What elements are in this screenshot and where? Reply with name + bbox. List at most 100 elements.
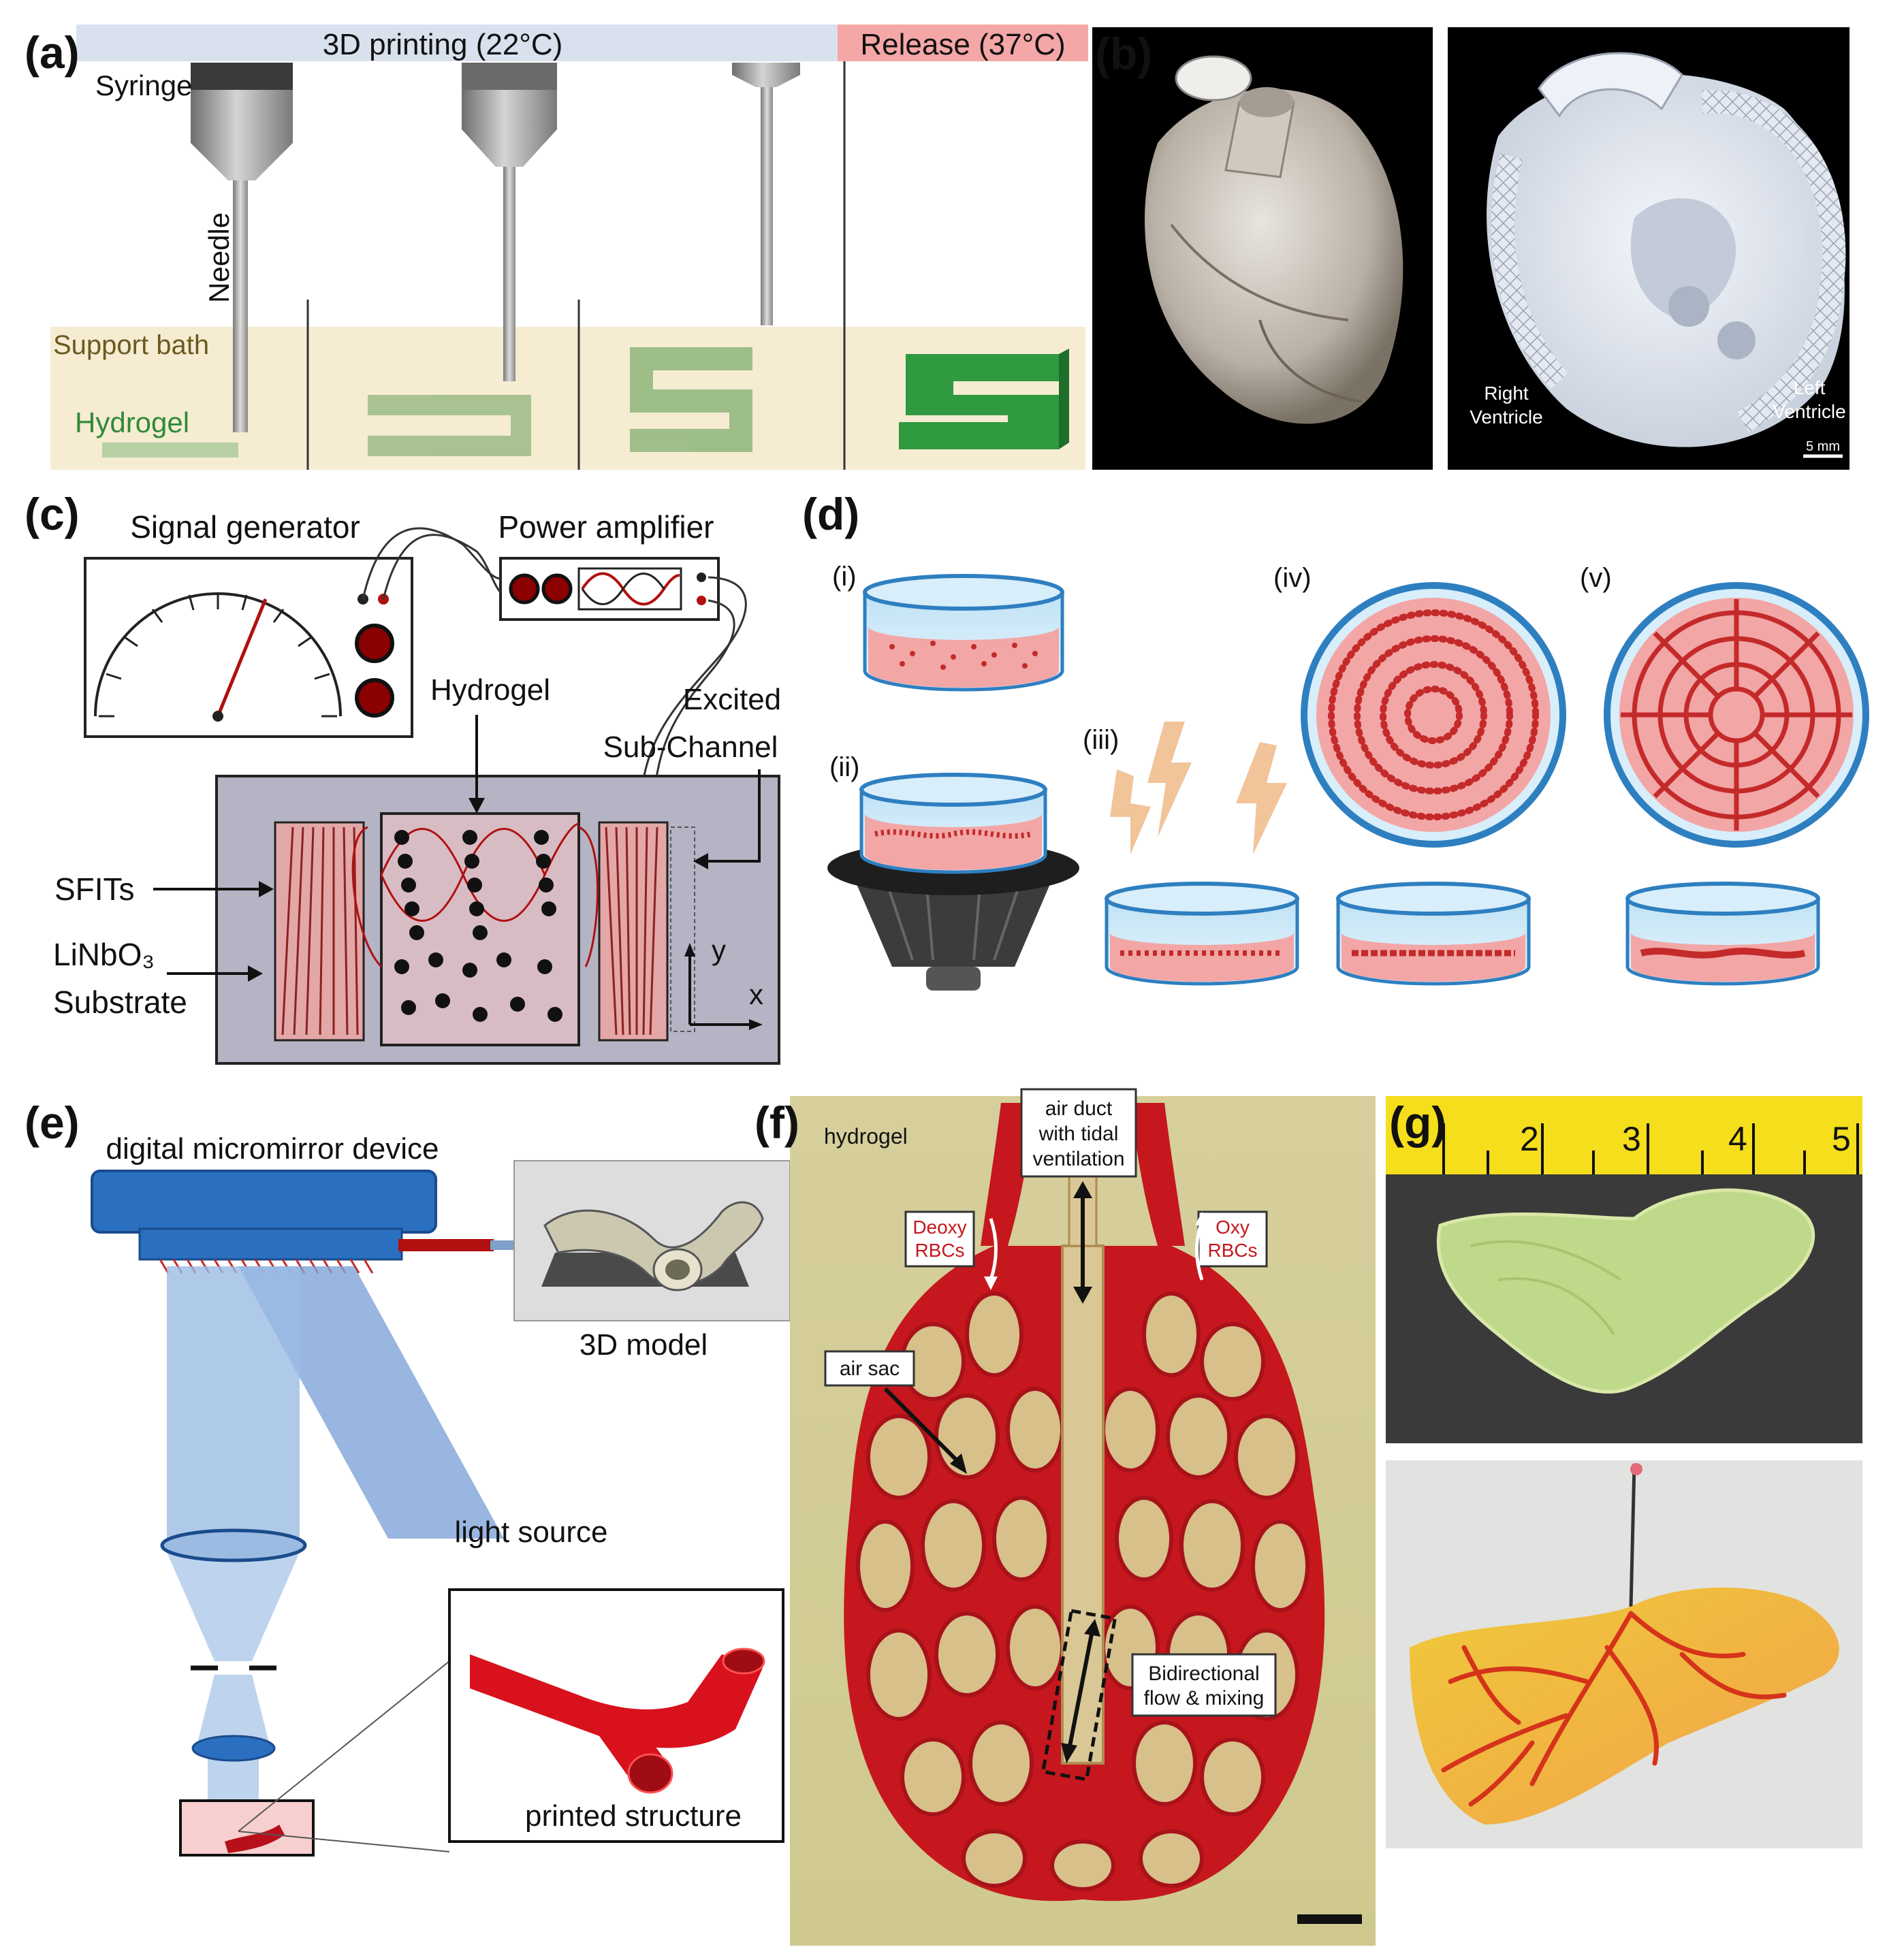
- dish-ii-on-speaker: [827, 773, 1079, 991]
- air-duct-label-2: with tidal: [1038, 1123, 1119, 1145]
- panel-g: 2 3 4 5 (g): [1386, 1096, 1862, 1848]
- light-source-label: light source: [454, 1515, 607, 1549]
- air-duct-label-3: ventilation: [1032, 1148, 1124, 1170]
- hydrogel-chamber: [351, 812, 599, 1046]
- ruler-tick-3: 3: [1622, 1120, 1641, 1158]
- xy-axes: [688, 950, 756, 1026]
- panel-d-label: (d): [802, 489, 859, 539]
- scale-bar-label: 5 mm: [1806, 439, 1840, 454]
- signal-generator-label: Signal generator: [130, 509, 360, 545]
- panel-f: (f) hydrogel: [755, 1088, 1376, 1946]
- oxy-label-2: RBCs: [1207, 1240, 1257, 1261]
- power-amplifier-label: Power amplifier: [498, 509, 714, 545]
- dish-iv-side: [1336, 882, 1531, 986]
- excited-label-2: Sub-Channel: [603, 730, 778, 764]
- sfits-label: SFITs: [54, 871, 135, 907]
- syringe-label: Syringe: [95, 69, 192, 101]
- air-duct-box: [1020, 1088, 1137, 1178]
- panel-b: (b) Right Ventricle Left Ventricle 5 mm: [1090, 25, 1850, 474]
- ruler-tick-2: 2: [1520, 1120, 1539, 1158]
- excited-arrowhead: [693, 853, 708, 869]
- panel-g-label: (g): [1389, 1097, 1446, 1148]
- printed-piece: [225, 1825, 285, 1853]
- substrate-label-2: Substrate: [53, 984, 187, 1020]
- ruler: [1386, 1096, 1862, 1174]
- excited-arrow: [701, 769, 761, 863]
- bar-printing-label: 3D printing (22°C): [323, 28, 563, 61]
- lens-1: [160, 1528, 307, 1562]
- step-iii-label: (iii): [1083, 725, 1119, 755]
- light-cone: [167, 1552, 300, 1661]
- heart-model-2: [1487, 52, 1846, 447]
- liver-model-1: [1436, 1188, 1815, 1394]
- hydrogel-arrowhead: [469, 798, 485, 814]
- air-duct-label-1: air duct: [1045, 1097, 1113, 1120]
- panel-e: (e) digital micromirror device light sou…: [25, 1097, 791, 1857]
- bidir-label-1: Bidirectional: [1148, 1662, 1259, 1685]
- scale-bar: [1297, 1914, 1362, 1924]
- syringe-3: [732, 63, 800, 325]
- dish-v-top: [1604, 582, 1869, 848]
- dmd-mirror-array: [138, 1227, 403, 1261]
- deoxy-label-2: RBCs: [915, 1240, 964, 1261]
- panel-b-label: (b): [1095, 29, 1152, 79]
- lens-2: [191, 1735, 276, 1762]
- dish-iii-side: [1105, 882, 1299, 986]
- gel-line: [102, 443, 238, 457]
- bar-release-label: Release (37°C): [860, 28, 1065, 61]
- panel-d: (d) (i) (ii) (iii) (iv) (v): [802, 489, 1869, 991]
- model-label: 3D model: [580, 1328, 708, 1362]
- sfit-right: [598, 821, 695, 1042]
- panel-a: 3D printing (22°C) Release (37°C) (a) Sy…: [25, 25, 1088, 470]
- substrate-arrowhead: [248, 965, 263, 982]
- gel-released: [899, 349, 1069, 449]
- dmd-device: [91, 1170, 437, 1234]
- left-ventricle-label-1: Left: [1794, 377, 1826, 398]
- printed-structure-inset: [448, 1588, 784, 1843]
- fiber: [398, 1239, 494, 1251]
- signal-generator: [84, 557, 413, 738]
- step-v-label: (v): [1580, 563, 1612, 593]
- panel-c: (c) Signal generator Power amplifier: [25, 489, 781, 1065]
- bidir-region: [1041, 1609, 1117, 1782]
- sfit-left: [274, 821, 365, 1042]
- panel-c-label: (c): [25, 489, 80, 539]
- panel-a-label: (a): [25, 27, 80, 78]
- support-bath-label: Support bath: [53, 330, 209, 360]
- gel-stage-3: [630, 347, 752, 452]
- power-amplifier: [499, 557, 720, 621]
- heart-model-1: [1144, 55, 1403, 424]
- bidir-label-2: flow & mixing: [1144, 1687, 1265, 1709]
- knob: [355, 624, 394, 663]
- dish-iv-top: [1301, 582, 1566, 848]
- panel-f-label: (f): [755, 1097, 799, 1148]
- deoxy-label-1: Deoxy: [912, 1217, 966, 1238]
- ruler-tick-5: 5: [1832, 1120, 1851, 1158]
- panel-e-label: (e): [25, 1097, 80, 1148]
- light-beam-incoming: [238, 1266, 504, 1539]
- axis-y-label: y: [712, 934, 726, 966]
- sfits-arrowhead: [259, 881, 274, 897]
- gel-stage-2: [368, 395, 531, 456]
- model-inset: [513, 1160, 791, 1321]
- knob: [355, 678, 394, 718]
- syringe-2: [462, 63, 557, 381]
- bar-release: [838, 25, 1088, 61]
- bidir-box: [1131, 1653, 1277, 1717]
- axis-x-label: x: [749, 978, 763, 1010]
- step-ii-label: (ii): [829, 752, 859, 782]
- hydrogel-label: hydrogel: [824, 1124, 908, 1148]
- light-beam-reflected: [167, 1266, 300, 1552]
- oxy-label-1: Oxy: [1216, 1217, 1250, 1238]
- step-i-label: (i): [832, 562, 857, 592]
- light-cone-2: [197, 1675, 269, 1743]
- ruler-tick-4: 4: [1728, 1120, 1747, 1158]
- oxy-box: [1197, 1210, 1268, 1268]
- lightning-icon: [1110, 722, 1287, 854]
- dmd-label: digital micromirror device: [106, 1132, 439, 1166]
- printed-structure-label: printed structure: [525, 1799, 742, 1833]
- left-ventricle-label-2: Ventricle: [1773, 401, 1845, 422]
- bar-printing: [76, 25, 838, 61]
- excited-label-1: Excited: [683, 683, 781, 716]
